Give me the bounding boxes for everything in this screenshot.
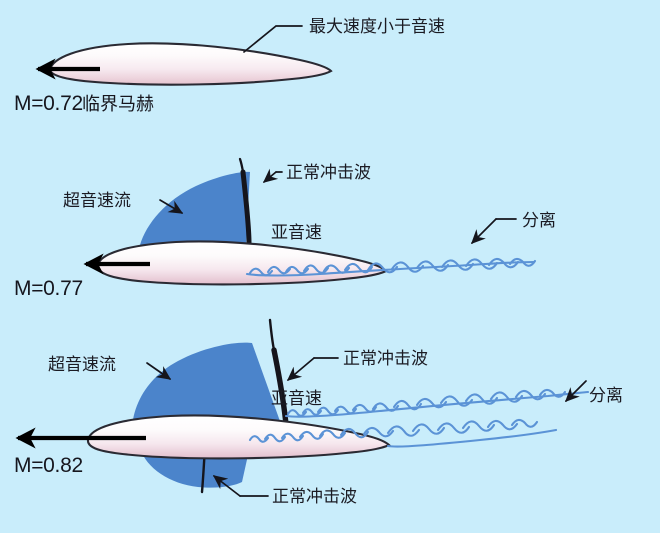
shock-wave-line-upper-thin-3 [268, 318, 276, 352]
leader-line-separation-2 [471, 218, 497, 244]
leader-line-normal-shock-upper-3 [286, 357, 315, 381]
leader-line-max-speed [243, 25, 303, 53]
panel-2-group: 正常冲击波 超音速流 亚音速 分离 M=0.77 [14, 157, 556, 300]
wake-turbulence-2 [245, 257, 537, 277]
mach-label-2: M=0.77 [14, 277, 83, 300]
leader-line-supersonic-3 [146, 362, 172, 380]
leader-line-normal-shock-2 [262, 168, 279, 183]
leader-line-separation-3 [565, 380, 587, 402]
airfoil-shape-1 [48, 42, 333, 86]
label-separation-2: 分离 [522, 211, 556, 231]
label-supersonic-flow-2: 超音速流 [63, 191, 131, 211]
wake-turbulence-upper-3 [284, 388, 590, 418]
supersonic-region-2 [140, 171, 250, 247]
label-separation-3: 分离 [589, 386, 623, 406]
label-normal-shock-wave-2: 正常冲击波 [286, 163, 371, 183]
shock-wave-line-upper-thin-2 [238, 157, 245, 174]
wake-turbulence-lower-3 [248, 418, 558, 448]
panel-3-group: 正常冲击波 超音速流 亚音速 分离 正常冲击波 M=0.82 [14, 318, 623, 507]
mach-suffix-1: 临界马赫 [82, 94, 154, 115]
label-max-speed-below-sonic: 最大速度小于音速 [309, 17, 445, 37]
leader-line-normal-shock-lower-3 [212, 475, 241, 497]
label-subsonic-3: 亚音速 [271, 389, 322, 409]
shock-wave-line-upper-2 [240, 169, 252, 246]
mach-label-1: M=0.72 [14, 92, 83, 115]
airfoil-shape-3 [86, 414, 391, 460]
label-normal-shock-wave-lower-3: 正常冲击波 [272, 487, 357, 507]
label-normal-shock-wave-upper-3: 正常冲击波 [343, 349, 428, 369]
panel-1-group: 最大速度小于音速 M=0.72 临界马赫 [14, 17, 445, 115]
label-subsonic-2: 亚音速 [271, 223, 322, 243]
mach-label-3: M=0.82 [14, 454, 83, 477]
leader-line-supersonic-2 [159, 199, 184, 214]
label-supersonic-flow-3: 超音速流 [48, 355, 116, 375]
